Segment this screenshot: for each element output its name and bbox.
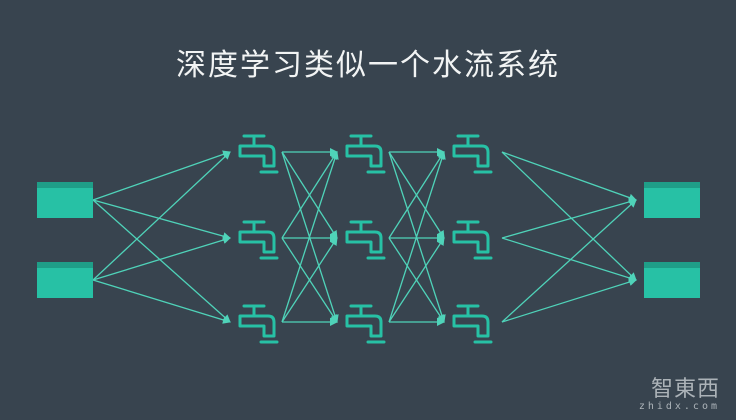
faucet-icon: [238, 220, 279, 260]
faucet-icon: [452, 304, 493, 344]
faucet-icon: [452, 134, 493, 174]
output-tank-icon: [644, 262, 700, 298]
faucet-icon: [345, 220, 386, 260]
output-tank-icon: [644, 182, 700, 218]
arrow-layer3-to-output: [501, 199, 637, 323]
arrow-layer2-to-layer3: [388, 151, 446, 323]
arrow-layer1-to-layer2: [281, 151, 338, 239]
watermark: 智東西 zhidx.com: [639, 371, 720, 412]
slide-title: 深度学习类似一个水流系统: [176, 48, 560, 83]
arrow-layer3-to-output: [501, 198, 637, 239]
arrow-input-to-layer1: [92, 199, 231, 323]
arrow-input-to-layer1: [92, 150, 231, 201]
arrow-layer3-to-output: [501, 278, 637, 323]
connection-arrows: [92, 148, 637, 326]
arrow-input-to-layer1: [92, 279, 231, 324]
watermark-brand: 智東西: [650, 377, 720, 402]
network-nodes: [37, 134, 700, 344]
arrow-input-to-layer1: [92, 151, 231, 281]
arrow-layer1-to-layer2: [281, 151, 339, 323]
faucet-icon: [238, 134, 279, 174]
faucet-icon: [452, 220, 493, 260]
arrow-layer1-to-layer2: [281, 237, 338, 323]
arrow-input-to-layer1: [92, 236, 231, 281]
faucet-icon: [345, 134, 386, 174]
arrow-layer3-to-output: [501, 237, 637, 282]
arrow-input-to-layer1: [92, 199, 231, 240]
watermark-domain: zhidx.com: [638, 401, 720, 412]
arrow-layer3-to-output: [501, 151, 637, 281]
input-tank-icon: [37, 262, 93, 298]
arrow-layer2-to-layer3: [388, 237, 445, 323]
input-tank-icon: [37, 182, 93, 218]
faucet-icon: [238, 304, 279, 344]
arrow-layer3-to-output: [501, 151, 637, 202]
arrow-layer2-to-layer3: [388, 151, 445, 239]
faucet-icon: [345, 304, 386, 344]
